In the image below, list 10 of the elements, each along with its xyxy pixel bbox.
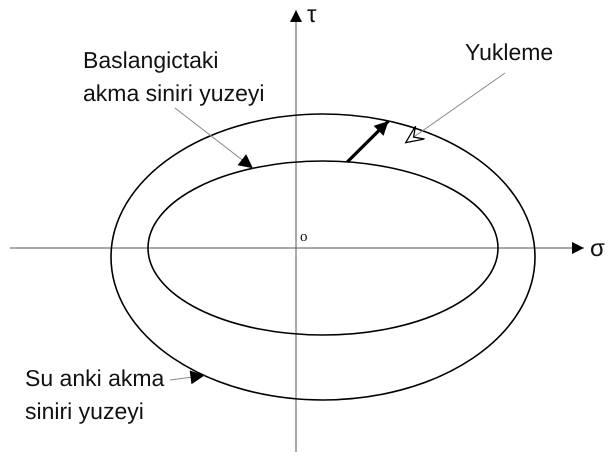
leader-line — [405, 72, 506, 144]
leader-line — [170, 370, 205, 384]
callout-text: Baslangictaki akma siniri yuzeyi — [83, 46, 266, 108]
leader-line — [174, 108, 254, 169]
axis-label: τ — [307, 2, 316, 28]
origin-label: o — [300, 229, 308, 246]
callout-text: Su anki akma siniri yuzeyi — [25, 364, 166, 426]
axis-label: σ — [590, 236, 605, 262]
loading-arrow — [346, 120, 390, 163]
callout-text: Yukleme — [465, 38, 554, 67]
